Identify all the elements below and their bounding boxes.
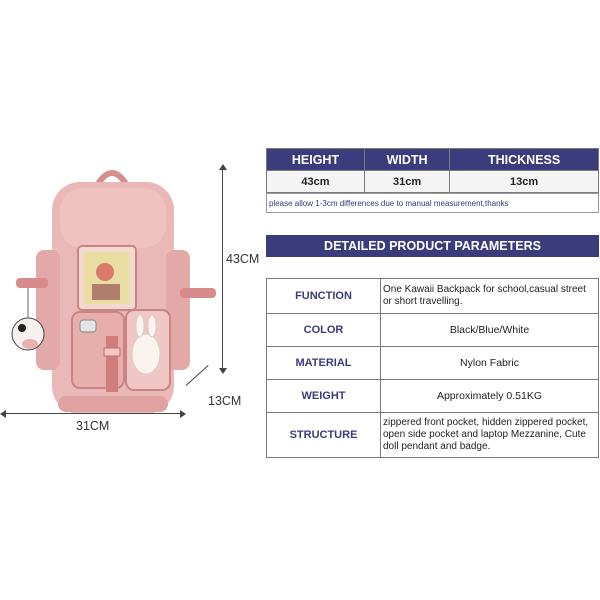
size-value-thickness: 13cm: [449, 170, 599, 193]
size-value-height: 43cm: [266, 170, 365, 193]
height-label: 43CM: [226, 252, 260, 266]
param-key: WEIGHT: [266, 379, 381, 413]
table-row: FUNCTION One Kawaii Backpack for school,…: [266, 278, 599, 314]
size-header-width: WIDTH: [363, 148, 451, 171]
table-row: STRUCTURE zippered front pocket, hidden …: [266, 412, 599, 458]
backpack-image: [11, 170, 216, 414]
height-arrow-top-icon: [219, 164, 227, 170]
measurement-note: please allow 1-3cm differences due to ma…: [266, 193, 599, 213]
param-value: Nylon Fabric: [380, 346, 599, 380]
params-title: DETAILED PRODUCT PARAMETERS: [266, 235, 599, 257]
size-table: HEIGHT WIDTH THICKNESS 43cm 31cm 13cm: [266, 148, 599, 193]
table-row: WEIGHT Approximately 0.51KG: [266, 379, 599, 413]
width-label: 31CM: [76, 419, 110, 433]
param-key: COLOR: [266, 313, 381, 347]
width-arrow-left-icon: [0, 410, 6, 418]
params-table: FUNCTION One Kawaii Backpack for school,…: [266, 278, 599, 458]
height-arrow-bottom-icon: [219, 368, 227, 374]
param-value: One Kawaii Backpack for school,casual st…: [380, 278, 599, 314]
param-value: zippered front pocket, hidden zippered p…: [380, 412, 599, 458]
param-value: Approximately 0.51KG: [380, 379, 599, 413]
table-row: COLOR Black/Blue/White: [266, 313, 599, 347]
table-row: MATERIAL Nylon Fabric: [266, 346, 599, 380]
param-key: MATERIAL: [266, 346, 381, 380]
height-dimension-line: [222, 168, 223, 370]
thickness-label: 13CM: [208, 394, 242, 408]
size-header-height: HEIGHT: [266, 148, 365, 171]
param-value: Black/Blue/White: [380, 313, 599, 347]
width-dimension-line: [4, 413, 182, 414]
size-value-width: 31cm: [363, 170, 451, 193]
width-arrow-right-icon: [180, 410, 186, 418]
param-key: FUNCTION: [266, 278, 381, 314]
param-key: STRUCTURE: [266, 412, 381, 458]
size-header-thickness: THICKNESS: [449, 148, 599, 171]
